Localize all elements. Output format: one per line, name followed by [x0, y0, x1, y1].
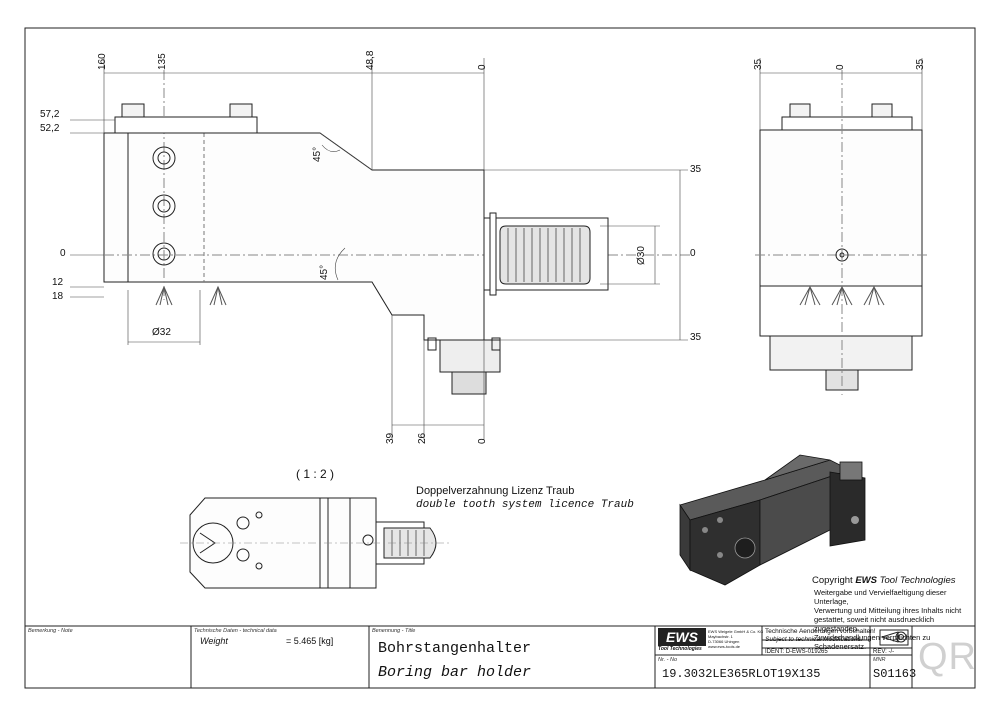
dim-side-35-left: 35 [753, 58, 764, 70]
note-german: Doppelverzahnung Lizenz Traub [416, 485, 575, 497]
dim-top-zero: 0 [477, 64, 488, 70]
tech-data-label: Technische Daten - technical data [194, 628, 277, 634]
dim-135: 135 [157, 53, 168, 70]
dim-right-zero: 0 [690, 248, 696, 259]
dim-diameter-32: Ø32 [152, 327, 171, 338]
dim-18: 18 [52, 291, 64, 302]
dim-angle-upper: 45° [312, 146, 323, 162]
dim-left-zero: 0 [60, 248, 66, 259]
mnr-label: MNR [873, 657, 886, 663]
change-note-en: Subject to technical modifications! [765, 636, 863, 643]
ews-logo-sub: Tool Technologies [658, 646, 702, 652]
copyright-title: Copyright EWS Tool Technologies [812, 575, 956, 586]
dim-angle-lower: 45° [319, 264, 330, 280]
dim-160: 160 [97, 53, 108, 70]
dim-39: 39 [385, 432, 396, 444]
company-address: EWS Weigele GmbH & Co. KG Maybachstr. 1 … [708, 629, 764, 649]
dim-side-zero: 0 [835, 64, 846, 70]
dim-52-2: 52,2 [40, 123, 60, 134]
number-label: Nr. - No [658, 657, 678, 663]
dim-side-35-right: 35 [915, 58, 926, 70]
note-label: Bemerkung - Note [28, 628, 73, 634]
copyright-text: Weitergabe und Vervielfaeltigung dieser … [814, 588, 962, 651]
dim-right-35-top: 35 [690, 164, 702, 175]
ews-logo: EWS [658, 628, 706, 646]
title-label: Benennung - Title [372, 628, 416, 634]
title-german: Bohrstangenhalter [378, 640, 532, 657]
title-english: Boring bar holder [378, 664, 532, 681]
rev-field: REV: -/- [873, 649, 895, 655]
scale-label: ( 1 : 2 ) [296, 467, 335, 481]
top-view-scaled [180, 497, 450, 589]
sheet-frame [24, 27, 976, 689]
dimension-lines-front [70, 58, 688, 440]
title-block-lines [25, 625, 975, 688]
mnr-value: S01163 [873, 667, 917, 681]
change-note-de: Technische Aenderungen vorbehalten! [765, 628, 876, 635]
dim-diameter-30: Ø30 [636, 246, 647, 265]
dim-57-2: 57,2 [40, 109, 60, 120]
dim-48-8: 48,8 [365, 50, 376, 70]
dim-12: 12 [52, 277, 64, 288]
front-view [103, 70, 690, 395]
side-view [755, 58, 930, 395]
weight-value: = 5.465 [kg] [286, 636, 334, 646]
note-english: double tooth system licence Traub [416, 499, 634, 511]
isometric-render [679, 454, 866, 586]
ident-field: IDENT: D-EWS-019265 [765, 649, 828, 655]
dim-26: 26 [417, 432, 428, 444]
dim-right-35-bottom: 35 [690, 332, 702, 343]
qr-placeholder: QR [918, 636, 977, 678]
dim-bottom-zero: 0 [477, 438, 488, 444]
weight-label: Weight [200, 636, 228, 646]
part-number: 19.3032LE365RLOT19X135 [662, 667, 821, 681]
